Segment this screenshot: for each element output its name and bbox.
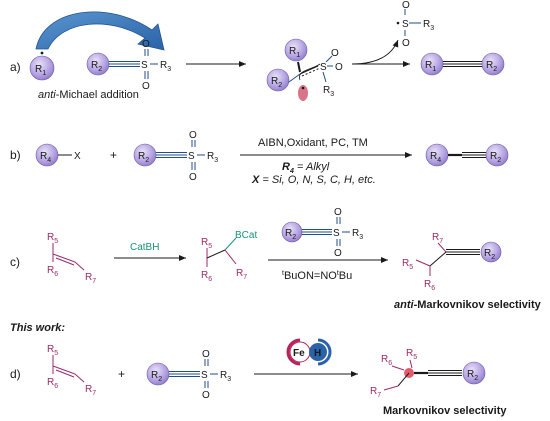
sulfur-a: S [141,60,148,71]
svg-text:R7: R7 [370,386,381,399]
svg-text:R4: R4 [430,151,441,164]
row-b: b) R4 X + R2 S O O R3 AIBN,Oxidant, PC, … [10,130,509,186]
svg-text:O: O [331,48,339,59]
svg-text:R3: R3 [220,370,231,383]
h-label: H [314,348,321,359]
svg-text:R2: R2 [484,248,495,261]
svg-text:O: O [402,38,410,49]
row-c-label: c) [10,255,20,269]
release-arrow [351,39,399,65]
svg-text:R5: R5 [406,348,417,361]
vinyl-radical-intermediate: R1 R2 S O O R3 [266,38,343,101]
oxygen-a1: O [142,39,150,50]
svg-text:R5: R5 [47,232,58,245]
svg-text:O: O [334,207,342,218]
nitrite-reagent: tBuON=NOtBu [282,270,352,282]
row-d-label: d) [10,367,21,381]
svg-text:O: O [202,390,210,401]
r1-label: R1 [35,64,46,77]
curved-attack-arrow [35,11,165,51]
svg-text:R2: R2 [285,228,296,241]
svg-text:S: S [201,370,208,381]
catbh-reagent: CatBH [130,242,159,253]
r3-label-a: R3 [160,60,171,73]
markovnikov-caption: Markovnikov selectivity [383,405,507,417]
x-definition: X = Si, O, N, S, C, H, etc. [251,174,376,186]
svg-text:R3: R3 [423,19,434,32]
svg-text:R6: R6 [47,377,58,390]
svg-text:R3: R3 [352,228,363,241]
conditions-b: AIBN,Oxidant, PC, TM [258,137,368,149]
svg-text:R6: R6 [201,270,212,283]
svg-text:O: O [402,0,410,11]
svg-text:S: S [402,19,409,30]
anti-michael-caption: anti-Michael addition [38,89,139,101]
r2-label-a: R2 [91,60,102,73]
alkene-c: R5 R6 R7 [47,232,96,285]
svg-text:R5: R5 [201,237,212,250]
svg-text:R7: R7 [85,384,96,397]
svg-text:R2: R2 [490,151,501,164]
r1-radical-ball [29,55,55,81]
svg-text:O: O [202,349,210,360]
svg-text:R1: R1 [289,46,300,59]
svg-text:O: O [335,62,343,73]
fe-label: Fe [293,348,305,359]
plus-d: + [118,367,125,381]
product-d: R5 R6 R7 R2 [370,348,486,399]
svg-text:R2: R2 [486,60,497,73]
r4-label: R4 [40,151,51,164]
svg-text:O: O [334,248,342,259]
svg-text:R2: R2 [467,369,478,382]
svg-text:R6: R6 [47,265,58,278]
alkynyl-sulfone-b: R2 S O O R3 [133,130,218,183]
svg-text:R5: R5 [47,344,58,357]
r4-definition: R4 = Alkyl [282,161,330,175]
row-b-label: b) [10,148,21,162]
radical-dot [40,51,44,55]
svg-text:R2: R2 [271,76,282,89]
svg-text:R2: R2 [151,370,162,383]
plus-b: + [110,148,117,162]
svg-text:S: S [188,151,195,162]
product-b: R4 R2 [425,143,509,167]
alkylboronate-c: R5 R6 BCat R7 [201,230,257,283]
x-atom: X [74,151,81,162]
anti-markovnikov-caption: anti-Markovnikov selectivity [394,299,542,311]
alkynyl-sulfone-d: R2 S O O R3 [146,349,231,401]
alkene-d: R5 R6 R7 [47,344,96,397]
svg-text:S: S [320,62,327,73]
oxygen-a2: O [142,81,150,92]
svg-text:O: O [189,130,197,141]
svg-text:R3: R3 [323,85,334,98]
row-c: c) R5 R6 R7 CatBH R5 R6 BCat R7 R2 [10,207,542,311]
svg-text:R3: R3 [207,151,218,164]
svg-text:BCat: BCat [235,230,257,241]
svg-text:R7: R7 [85,272,96,285]
svg-text:S: S [333,228,340,239]
row-d: This work: d) R5 R6 R7 + R2 S O O R3 [10,322,507,417]
svg-text:R7: R7 [432,232,443,245]
this-work-heading: This work: [10,322,65,334]
alkynyl-sulfone-c: R2 S O O R3 [281,207,363,259]
svg-text:R6: R6 [381,354,392,367]
row-a-label: a) [10,60,21,74]
svg-text:O: O [189,172,197,183]
svg-text:R7: R7 [236,268,247,281]
svg-text:R1: R1 [425,60,436,73]
svg-text:R2: R2 [138,151,149,164]
svg-text:R5: R5 [402,258,413,271]
product-a: R1 R2 [420,52,505,76]
alkyne-bond-a [109,61,140,67]
fe-h-catalyst: Fe H [286,338,332,366]
product-c: R7 R2 R5 R6 [402,232,502,292]
row-a: a) R1 R2 S O O R3 anti-Michael addition … [10,0,505,101]
sulfonyl-radical: S R3 O O [396,0,434,49]
svg-text:R6: R6 [424,279,435,292]
